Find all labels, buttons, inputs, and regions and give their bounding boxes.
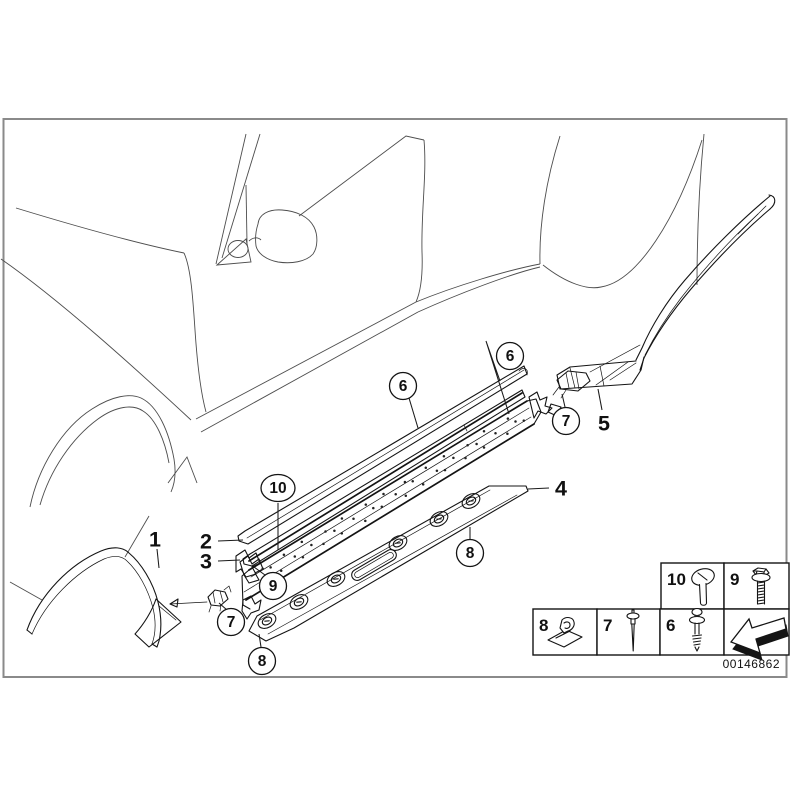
sill-strip-lower bbox=[235, 389, 526, 578]
mounting-rail bbox=[248, 485, 529, 642]
callout-number-7: 7 bbox=[227, 614, 236, 631]
callout-number-4: 4 bbox=[555, 477, 567, 501]
legend-number-8: 8 bbox=[539, 616, 548, 635]
callout-leader-5 bbox=[597, 388, 603, 411]
callout-number-1: 1 bbox=[149, 528, 161, 552]
grommet-bosses bbox=[257, 493, 481, 629]
callout-circle-6 bbox=[495, 341, 525, 371]
front-valance-line bbox=[9, 581, 43, 601]
callout-leader-6 bbox=[408, 397, 419, 429]
callout-number-6: 6 bbox=[506, 348, 515, 365]
running-board bbox=[239, 391, 562, 620]
beltline-curve-lower bbox=[417, 266, 541, 313]
callout-number-10: 10 bbox=[269, 480, 286, 497]
rear-wheel-arch-trim bbox=[556, 194, 776, 390]
legend-table: 10 9 8 7 6 bbox=[532, 562, 790, 661]
callout-number-8: 8 bbox=[466, 545, 475, 562]
mirror-sail-triangle bbox=[215, 238, 252, 266]
clip-assembly-right bbox=[552, 370, 591, 399]
callout-leader-1 bbox=[156, 548, 160, 569]
beltline-lower bbox=[200, 311, 419, 433]
grommet-boss bbox=[289, 594, 309, 610]
callout-number-9: 9 bbox=[269, 578, 278, 595]
callout-leader-4 bbox=[527, 487, 550, 490]
grommet-boss bbox=[257, 613, 277, 629]
callout-number-5: 5 bbox=[598, 412, 610, 436]
legend-number-7: 7 bbox=[603, 616, 612, 635]
drawing-frame bbox=[2, 118, 788, 678]
callout-leader-7 bbox=[218, 602, 228, 611]
callout-circle-8 bbox=[247, 646, 277, 676]
callout-number-7: 7 bbox=[562, 413, 571, 430]
beltline-curve-upper bbox=[415, 263, 541, 303]
callout-leader-6 bbox=[485, 340, 510, 415]
callout-leader-8 bbox=[258, 633, 262, 648]
a-pillar-inner bbox=[221, 133, 261, 259]
sill-strip-upper bbox=[237, 365, 528, 545]
callout-leader-9 bbox=[253, 566, 266, 576]
door-front-edge bbox=[183, 252, 207, 413]
screw-rivet-icon bbox=[688, 607, 706, 652]
callout-leader-7 bbox=[561, 393, 566, 408]
callout-circle-9 bbox=[258, 571, 288, 601]
callout-circle-6 bbox=[388, 371, 418, 401]
car-body-outline bbox=[0, 133, 705, 601]
legend-number-6: 6 bbox=[666, 616, 675, 635]
callout-number-2: 2 bbox=[200, 530, 212, 554]
clip-assembly-left bbox=[169, 585, 232, 613]
grommet-boss bbox=[388, 535, 408, 551]
beltline-upper bbox=[195, 301, 417, 420]
window-top-edge bbox=[298, 135, 425, 217]
quarter-panel-edge bbox=[696, 133, 705, 286]
mirror-stem bbox=[248, 237, 262, 242]
hex-flange-bolt-icon bbox=[751, 567, 771, 605]
rear-door-edge bbox=[539, 135, 561, 265]
callout-number-8: 8 bbox=[258, 653, 267, 670]
front-wheel-arch-inner bbox=[39, 406, 170, 506]
direction-arrow-icon bbox=[729, 617, 789, 661]
front-wheel-arch-trim bbox=[26, 547, 182, 648]
callout-circle-8 bbox=[455, 538, 485, 568]
bumper-edge bbox=[124, 515, 150, 558]
hood-line bbox=[15, 207, 185, 254]
grommet-boss bbox=[461, 493, 481, 509]
perforation-dots bbox=[261, 417, 526, 573]
legend-number-10: 10 bbox=[667, 570, 686, 589]
legend-cell-8: 8 bbox=[532, 608, 598, 656]
a-pillar-outer bbox=[215, 133, 247, 265]
legend-cell-arrow bbox=[723, 608, 790, 661]
callout-number-6: 6 bbox=[399, 378, 408, 395]
callout-leader-2 bbox=[217, 539, 244, 542]
rear-wheel-arch bbox=[542, 139, 703, 289]
legend-cell-10: 10 bbox=[660, 562, 725, 610]
blind-rivet-icon bbox=[626, 609, 640, 652]
callout-circle-7 bbox=[216, 607, 246, 637]
antenna-line bbox=[245, 184, 248, 244]
callout-circle-7 bbox=[551, 406, 581, 436]
grommet-boss bbox=[326, 571, 346, 587]
callout-leader-3 bbox=[217, 559, 241, 562]
front-wheel-arch-outer bbox=[29, 395, 176, 508]
fender-crease bbox=[0, 258, 192, 421]
legend-cell-7: 7 bbox=[596, 608, 661, 656]
callout-circle-10 bbox=[260, 473, 296, 503]
carriage-bolt-icon bbox=[691, 568, 715, 606]
rail-slot bbox=[351, 549, 397, 581]
legend-cell-6: 6 bbox=[659, 607, 725, 656]
window-rear-edge bbox=[415, 139, 426, 303]
legend-number-9: 9 bbox=[730, 570, 739, 589]
legend-cell-9: 9 bbox=[723, 562, 790, 610]
mirror-base bbox=[227, 240, 249, 258]
rocker-wedge bbox=[167, 456, 198, 484]
mirror-body bbox=[255, 209, 318, 264]
callout-number-3: 3 bbox=[200, 550, 212, 574]
expanding-clip-icon bbox=[547, 617, 583, 648]
part-number-label: 00146862 bbox=[723, 657, 780, 671]
grommet-boss bbox=[429, 511, 449, 527]
